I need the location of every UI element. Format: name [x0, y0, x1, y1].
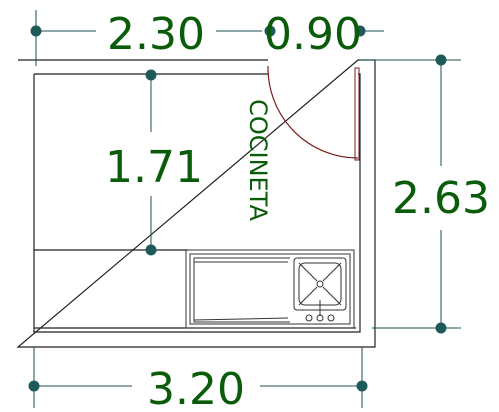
drainboard [193, 257, 290, 323]
node-top-left [30, 25, 42, 37]
node-interior-top [145, 69, 157, 81]
dim-top-left: 2.30 [107, 9, 205, 60]
node-bottom-right [356, 380, 368, 392]
door-swing-arc [267, 65, 359, 159]
node-top-right [354, 25, 366, 37]
door [267, 65, 360, 161]
node-bottom-left [28, 380, 40, 392]
faucet-knob-left [305, 314, 313, 322]
node-interior-bottom [145, 244, 157, 256]
counter-inner [189, 253, 351, 325]
faucet-knob-right [327, 314, 335, 322]
sink-corner-2 [322, 262, 342, 282]
sink-corner-4 [322, 286, 342, 306]
sink-corner-3 [298, 286, 318, 306]
dimension-nodes [28, 25, 447, 392]
counter-outline [185, 249, 355, 329]
dim-top-right: 0.90 [264, 9, 362, 60]
outer-wall [16, 59, 376, 348]
node-top-mid [264, 25, 276, 37]
room-walls [16, 59, 376, 348]
dim-interior-vertical: 1.71 [105, 142, 203, 193]
node-right-bottom [435, 322, 447, 334]
dim-bottom: 3.20 [147, 364, 245, 412]
dim-right-vertical: 2.63 [392, 173, 490, 224]
door-leaf [354, 67, 360, 161]
faucet-knob-center [316, 314, 324, 322]
sink-corner-1 [298, 262, 318, 282]
sink-counter [185, 249, 355, 329]
sink-drain [316, 280, 324, 288]
node-right-top [435, 54, 447, 66]
room-label: COCINETA [244, 99, 272, 221]
